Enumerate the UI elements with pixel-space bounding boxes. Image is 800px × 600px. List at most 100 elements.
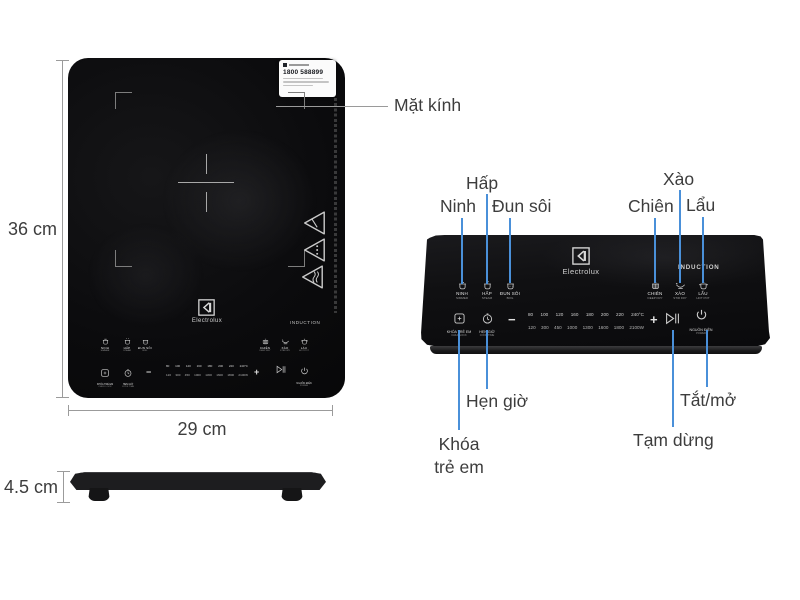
value-cell: 1800	[613, 325, 625, 330]
mode-label-vi: HẤP	[123, 346, 131, 350]
mode-label-en: HOT POT	[696, 296, 710, 300]
thickness-dim-label: 4.5 cm	[4, 477, 59, 497]
stir-fry-callout-label: Xào	[663, 169, 695, 189]
mode-label-en: STIR FRY	[673, 296, 687, 300]
electrolux-wordmark: Electrolux	[562, 267, 600, 276]
mode-label-vi: CHIÊN	[259, 346, 271, 350]
zone-bracket-top-right	[288, 92, 305, 109]
hot-pot-button: LẨU HOT POT	[688, 281, 718, 300]
electrolux-wordmark: Electrolux	[191, 318, 223, 324]
deep-fry-callout-label: Chiên	[628, 196, 674, 216]
electrolux-logo-icon	[572, 247, 590, 265]
timer-callout-line	[486, 330, 488, 389]
zone-bracket-bottom-right	[288, 250, 305, 267]
crosshair-vertical-top	[206, 154, 207, 174]
crosshair-horizontal	[178, 182, 234, 183]
sticker-text-line	[283, 81, 329, 83]
value-cell: 1300	[582, 325, 593, 330]
mode-label-vi: LẨU	[698, 291, 708, 296]
mode-label-vi: NINH	[456, 291, 468, 296]
value-cell: 220	[228, 364, 234, 368]
sticker-text-line	[283, 77, 323, 79]
pause-callout-line	[672, 330, 674, 427]
value-cell: 200	[218, 364, 224, 368]
cooktop-foot-right	[281, 488, 303, 501]
cooktop-top-view: 1800 588899	[68, 58, 345, 398]
width-dim-cap-right	[332, 405, 333, 416]
value-cell: 450	[184, 373, 190, 377]
sticker-text-line	[283, 84, 313, 86]
steam-button: HẤP STEAM	[116, 338, 138, 352]
height-dim-cap-bottom	[56, 397, 69, 398]
glass-callout-line	[276, 106, 388, 107]
induction-label: INDUCTION	[678, 264, 720, 271]
width-dim-label: 29 cm	[177, 419, 227, 439]
value-cell: 200	[600, 312, 609, 317]
value-cell: 80	[166, 364, 170, 368]
simmer-callout-line	[461, 218, 463, 284]
simmer-button: NINH SIMMER	[94, 338, 116, 352]
boil-button: ĐUN SÔI BOIL	[495, 281, 525, 300]
mode-label-en: DEEP FRY	[647, 296, 663, 300]
value-cell: 220	[616, 312, 624, 317]
mode-label-vi: CHIÊN	[647, 291, 663, 296]
value-cell: 2100W	[629, 325, 644, 330]
sticker-logo-bar	[289, 64, 309, 66]
warning-hot-surface-icon	[304, 211, 325, 235]
simmer-callout-label: Ninh	[440, 196, 476, 216]
pause-button	[276, 365, 286, 374]
child-lock-callout-label: Khóa trẻ em	[430, 433, 488, 479]
value-cell: 120	[166, 373, 172, 377]
mode-label-en: BOIL	[142, 350, 148, 352]
warning-heat-icon	[302, 265, 323, 289]
crosshair-vertical-bottom	[206, 192, 207, 212]
electrolux-mini-logo-icon	[283, 63, 287, 67]
hot-pot-callout-label: Lẩu	[686, 195, 716, 215]
child-lock-button: KHÓA TRẺ EM CHILD LOCK	[94, 364, 116, 388]
value-cell: 100	[175, 364, 181, 368]
mode-label-en: SIMMER	[100, 350, 110, 352]
height-dim-line	[62, 60, 63, 398]
steam-callout-line	[486, 194, 488, 284]
warning-caution-icon	[304, 238, 325, 262]
thickness-dim-line	[63, 471, 64, 503]
value-cell: 240°C	[239, 364, 248, 368]
timer-callout-label: Hẹn giờ	[466, 391, 529, 411]
child-lock-callout-line2: trẻ em	[434, 457, 484, 477]
plus-button: +	[254, 367, 260, 377]
zone-bracket-top-left	[115, 92, 132, 109]
power-label-vi: NGUỒN ĐIỆN	[296, 382, 312, 385]
thickness-dim-cap-bottom	[57, 502, 70, 503]
minus-button: −	[146, 367, 152, 377]
mode-label-vi: ĐUN SÔI	[138, 346, 152, 350]
value-cell: 120	[528, 325, 536, 330]
minus-button: −	[508, 312, 516, 327]
electrolux-logo-icon	[198, 299, 215, 316]
mode-label-vi: NINH	[100, 346, 110, 350]
child-lock-callout-line1: Khóa	[438, 434, 480, 454]
boil-callout-line	[509, 218, 511, 283]
mode-label-en: BOIL	[506, 296, 514, 300]
power-callout-label: Tắt/mở	[680, 390, 737, 410]
pause-button	[666, 312, 679, 325]
mode-label-vi: HẤP	[482, 291, 492, 296]
timer-label-en: COOK TIME	[121, 386, 135, 388]
hot-pot-button: LẨU HOT POT	[293, 338, 315, 352]
stir-fry-button: XÀO STIR FRY	[274, 338, 296, 352]
pause-callout-label: Tạm dừng	[633, 430, 714, 450]
mode-label-en: DEEP FRY	[259, 350, 271, 352]
value-cell: 300	[541, 325, 549, 330]
value-cell: 2100W	[238, 373, 248, 377]
mode-label-en: STEAM	[481, 296, 493, 300]
hotline-number: 1800 588899	[283, 68, 324, 76]
child-lock-callout-line	[458, 330, 460, 430]
child-lock-label-vi: KHÓA TRẺ EM	[96, 383, 114, 386]
steam-button: HẤP STEAM	[472, 281, 502, 300]
value-cell: 160	[570, 312, 579, 317]
power-callout-line	[706, 330, 708, 387]
power-button: NGUỒN ĐIỆN POWER	[685, 309, 717, 335]
